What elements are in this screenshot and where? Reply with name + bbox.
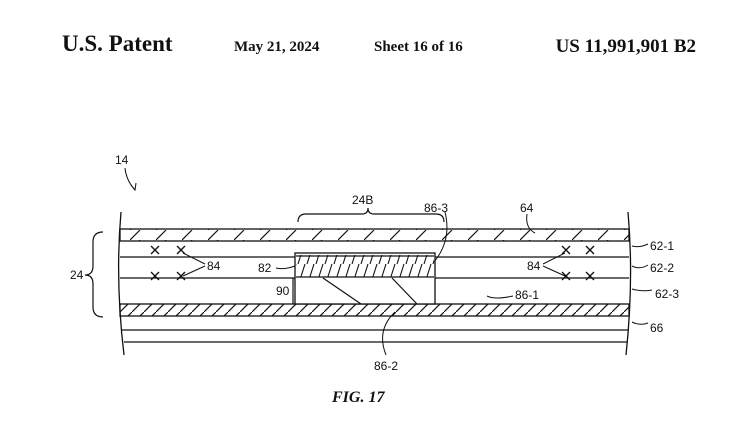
hatched-block-region [296,255,434,277]
patent-header-title: U.S. Patent [62,31,173,56]
label-24: 24 [70,268,84,282]
label-82: 82 [258,261,272,275]
leader-lines [124,167,653,356]
label-64: 64 [520,201,534,215]
sheet-number: Sheet 16 of 16 [374,39,463,55]
label-86-2: 86-2 [374,359,398,373]
label-62-2: 62-2 [650,261,674,275]
figure-caption: FIG. 17 [331,389,385,406]
region-brace [297,207,445,223]
top-hatched-layer [119,228,630,242]
right-break-edge [625,211,632,356]
label-84-right: 84 [527,259,541,273]
patent-date: May 21, 2024 [234,39,320,55]
left-break-edge [117,211,125,356]
lower-hatched-layer [119,303,630,317]
x-marks-right [561,245,595,281]
diagonal-element-86-2a [322,277,362,305]
patent-number: US 11,991,901 B2 [555,36,696,57]
x-marks-left [150,245,186,281]
label-84-left: 84 [207,259,221,273]
label-86-1: 86-1 [515,288,539,302]
label-66: 66 [650,321,664,335]
label-14: 14 [115,153,129,167]
label-24B: 24B [352,193,373,207]
diagonal-element-86-2b [391,277,418,305]
stack-brace [84,231,104,318]
label-90: 90 [276,284,290,298]
label-62-3: 62-3 [655,287,679,301]
label-62-1: 62-1 [650,239,674,253]
label-86-3: 86-3 [424,201,448,215]
